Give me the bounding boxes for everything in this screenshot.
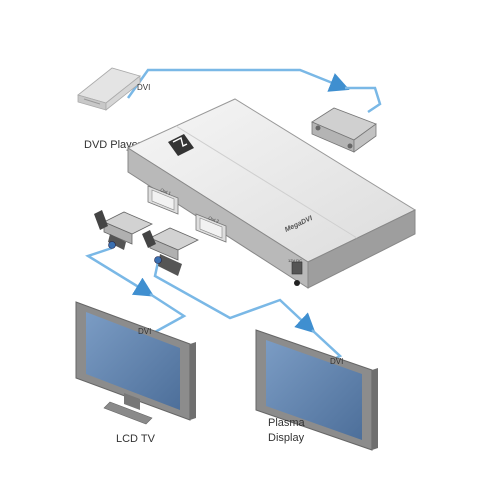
lcd-tv-label: LCD TV xyxy=(116,433,156,445)
power-jack: 12V DC xyxy=(288,258,303,286)
plasma-label-line2: Display xyxy=(268,432,305,444)
switcher-device: MegaDVI Out 1 Out 2 12V DC xyxy=(126,98,417,289)
dvi-plug-out1 xyxy=(94,210,153,250)
output-port-1: Out 1 xyxy=(147,185,179,215)
brand-logo xyxy=(168,134,194,156)
input-dvi-connector xyxy=(311,107,377,271)
power-label: 12V DC xyxy=(288,258,302,263)
dvi-plug-out2 xyxy=(142,227,199,276)
output-port-2: Out 2 xyxy=(195,213,227,243)
plasma-display xyxy=(255,329,378,451)
out2-label: Out 2 xyxy=(208,215,221,224)
dvd-cable-label: DVI xyxy=(137,83,150,92)
cable-dvd-to-switcher xyxy=(126,68,382,114)
out1-label: Out 1 xyxy=(160,187,173,196)
lcd-tv xyxy=(75,301,196,425)
lcd-cable-label: DVI xyxy=(138,327,151,336)
dvd-player xyxy=(77,67,141,111)
cable-out1-to-lcd xyxy=(85,246,187,334)
plasma-label-line1: Plasma xyxy=(268,417,306,429)
plasma-cable-label: DVI xyxy=(330,357,343,366)
